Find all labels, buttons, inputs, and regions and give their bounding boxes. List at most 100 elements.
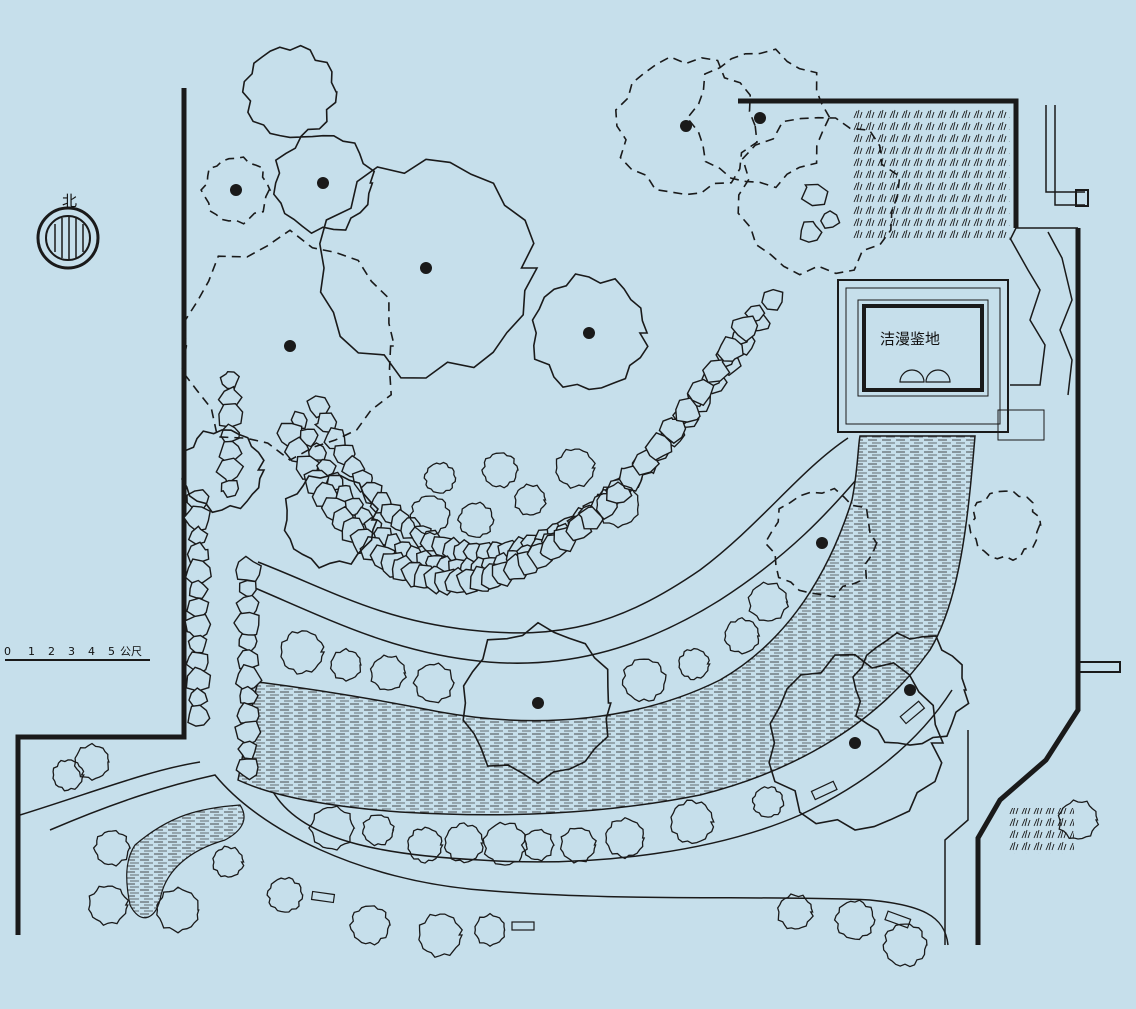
rock xyxy=(184,613,212,641)
shrubs xyxy=(52,448,1100,968)
rock xyxy=(187,704,211,727)
shrub xyxy=(621,658,667,703)
rock xyxy=(686,378,715,407)
tree-trunk xyxy=(680,120,692,132)
tree-trunk xyxy=(816,537,828,549)
shrub xyxy=(52,759,85,792)
tree-canopy xyxy=(737,116,901,276)
pond xyxy=(126,435,976,919)
scale-tick-4: 4 xyxy=(88,645,95,658)
tree-canopy xyxy=(968,490,1042,562)
shrub xyxy=(329,647,362,682)
scale-unit: 公尺 xyxy=(120,645,142,658)
shrub xyxy=(482,821,528,866)
tree-trunk xyxy=(583,327,595,339)
rock xyxy=(799,220,823,243)
rock xyxy=(235,555,262,583)
scale-tick-1: 1 xyxy=(28,645,35,658)
shrub xyxy=(555,448,596,489)
tree-canopy xyxy=(531,273,649,391)
rock xyxy=(218,440,243,463)
rock xyxy=(761,288,784,311)
tree-canopy xyxy=(283,474,379,569)
pavilion-label: 洁漫鉴地 xyxy=(880,330,940,348)
shrub xyxy=(369,654,408,691)
shrub xyxy=(409,495,451,536)
garden-paths xyxy=(19,437,969,946)
north-arrow: 北 xyxy=(36,192,100,270)
rock xyxy=(323,427,346,450)
boundary-walls xyxy=(15,88,1121,945)
shrub xyxy=(349,905,391,946)
shrub xyxy=(751,786,785,818)
shrub xyxy=(156,886,200,934)
tree-canopy xyxy=(181,429,266,514)
shrub xyxy=(456,501,495,538)
rock xyxy=(675,397,701,423)
shrub xyxy=(361,814,395,847)
tree-trunk xyxy=(904,684,916,696)
tree-canopy xyxy=(272,134,376,235)
tree-canopy xyxy=(241,44,338,139)
tree-canopy xyxy=(180,229,396,462)
shrub xyxy=(308,805,356,851)
shrub xyxy=(407,826,444,864)
shrub xyxy=(73,742,110,781)
shrub xyxy=(513,483,547,516)
shrub xyxy=(670,799,715,845)
rock xyxy=(658,416,687,445)
shrub xyxy=(595,481,640,529)
shrub xyxy=(559,827,597,864)
rock xyxy=(800,183,829,207)
rock xyxy=(306,395,331,419)
shrub xyxy=(776,893,814,930)
rock xyxy=(239,685,259,705)
shrub xyxy=(723,616,761,655)
rock xyxy=(233,611,260,638)
tree-trunk xyxy=(849,737,861,749)
rock xyxy=(219,370,241,390)
rock xyxy=(220,479,240,499)
shrub xyxy=(280,630,326,675)
tree-canopy xyxy=(768,653,945,831)
scale-tick-0: 0 xyxy=(4,645,11,658)
tree-trunk xyxy=(420,262,432,274)
shrub xyxy=(87,885,130,926)
shrub xyxy=(412,662,455,704)
rock xyxy=(238,633,258,653)
rock xyxy=(237,740,258,760)
rock xyxy=(235,758,259,781)
rock xyxy=(730,315,759,343)
tree-canopy xyxy=(318,158,539,379)
shrub xyxy=(92,829,132,867)
shrub xyxy=(882,923,928,968)
rock xyxy=(188,579,209,600)
rock xyxy=(701,358,731,384)
shrub xyxy=(747,581,790,622)
shrub xyxy=(520,828,555,862)
stepping-slabs xyxy=(310,700,926,931)
rock xyxy=(187,634,208,654)
rockery xyxy=(183,183,841,781)
trees xyxy=(180,44,1042,831)
rock xyxy=(716,335,744,362)
rock xyxy=(238,579,257,598)
shrub xyxy=(1057,799,1100,840)
tree-trunk xyxy=(284,340,296,352)
tree-trunk xyxy=(317,177,329,189)
shrub xyxy=(266,876,304,913)
scale-tick-5: 5 xyxy=(108,645,115,658)
shrub xyxy=(212,845,245,878)
pavilion: 洁漫鉴地 xyxy=(837,279,1045,441)
shrub xyxy=(605,816,646,860)
shrub xyxy=(443,822,485,864)
rock xyxy=(234,663,263,692)
shrub xyxy=(833,899,876,941)
tree-canopy xyxy=(686,48,832,189)
rock xyxy=(185,666,212,692)
tree-canopy xyxy=(852,631,970,746)
rock xyxy=(187,525,209,546)
tree-canopy xyxy=(462,621,612,785)
tree-trunk xyxy=(532,697,544,709)
